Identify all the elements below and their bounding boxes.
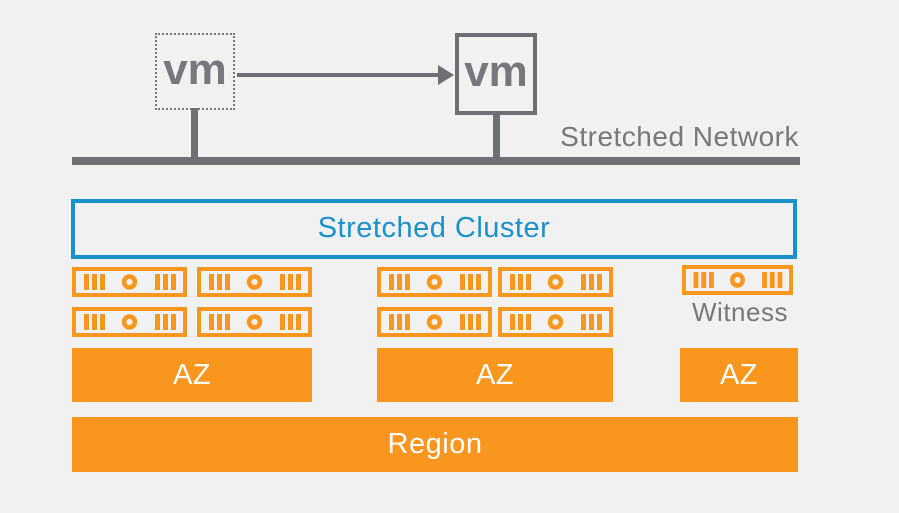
vm-migration-arrow-line bbox=[237, 73, 439, 77]
region-label: Region bbox=[387, 428, 483, 460]
vm-target-box: vm bbox=[455, 33, 537, 115]
witness-host-group bbox=[682, 265, 793, 295]
az2-box: AZ bbox=[377, 348, 613, 402]
stretched-network-label: Stretched Network bbox=[560, 121, 799, 152]
stretched-cluster-label: Stretched Cluster bbox=[317, 211, 551, 244]
az3-box: AZ bbox=[680, 348, 798, 402]
server-host-icon bbox=[197, 307, 312, 337]
vm-target-network-connector bbox=[493, 114, 500, 158]
witness-label: Witness bbox=[692, 297, 788, 327]
vm-source-label: vm bbox=[163, 44, 227, 94]
az1-host-group bbox=[72, 267, 312, 337]
vm-source-box: vm bbox=[155, 33, 235, 110]
az1-label: AZ bbox=[172, 358, 212, 391]
az1-box: AZ bbox=[72, 348, 312, 402]
server-host-icon bbox=[682, 265, 793, 295]
stretched-cluster-box: Stretched Cluster bbox=[71, 199, 797, 259]
az2-label: AZ bbox=[475, 358, 515, 391]
server-host-icon bbox=[498, 267, 613, 297]
vm-source-network-connector bbox=[191, 108, 198, 158]
az3-label: AZ bbox=[719, 358, 759, 391]
az2-host-group bbox=[377, 267, 613, 337]
vm-migration-arrow-head-icon bbox=[438, 65, 454, 85]
server-host-icon bbox=[197, 267, 312, 297]
server-host-icon bbox=[498, 307, 613, 337]
server-host-icon bbox=[377, 307, 492, 337]
server-host-icon bbox=[377, 267, 492, 297]
region-box: Region bbox=[72, 417, 798, 472]
stretched-network-line bbox=[72, 157, 800, 165]
server-host-icon bbox=[72, 267, 187, 297]
vm-target-label: vm bbox=[464, 47, 528, 96]
server-host-icon bbox=[72, 307, 187, 337]
